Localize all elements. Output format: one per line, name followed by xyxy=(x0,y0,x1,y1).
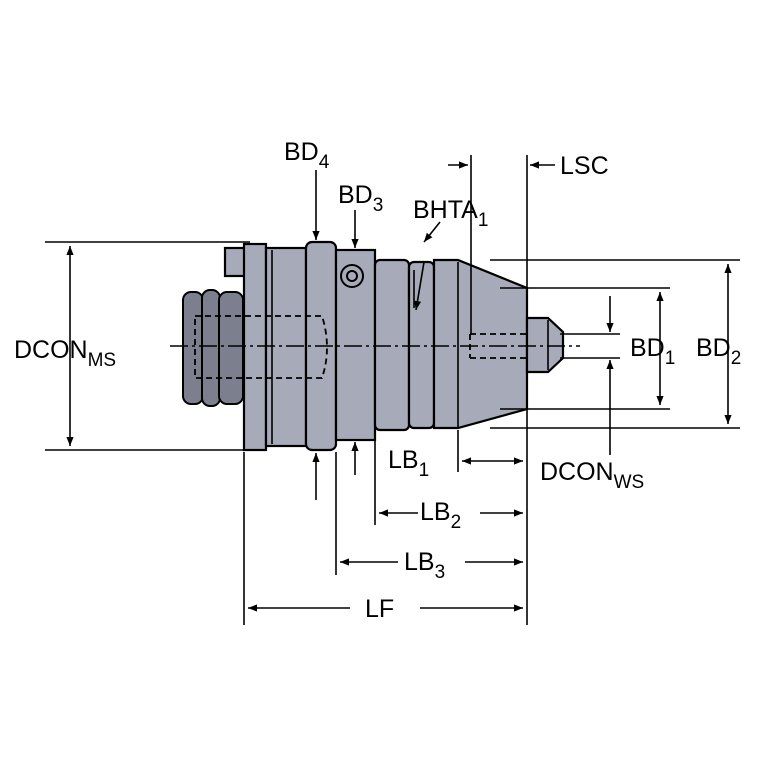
nose-tip xyxy=(525,316,565,374)
internal-bore-hidden xyxy=(194,315,328,379)
bhta1-leader xyxy=(423,221,441,243)
label-lb3: LB3 xyxy=(404,548,445,583)
labels: DCONMS BD4 BD3 BHTA1 LSC BD1 BD2 DCONWS … xyxy=(14,138,741,623)
label-bhta1: BHTA1 xyxy=(413,196,488,231)
label-bd3: BD3 xyxy=(338,181,383,216)
dimension-lines xyxy=(45,155,740,625)
label-bd1: BD1 xyxy=(630,334,675,369)
coupling-tab xyxy=(223,246,247,278)
label-lb2: LB2 xyxy=(420,498,461,533)
label-dcon-ws: DCONWS xyxy=(540,458,644,493)
screw-head xyxy=(340,264,364,288)
neck-cylinder xyxy=(373,258,411,432)
thread-segment-2 xyxy=(201,289,221,407)
label-lf: LF xyxy=(365,595,394,623)
thread-segment-3 xyxy=(218,291,244,405)
thread-segment-1 xyxy=(182,291,204,405)
label-bd2: BD2 xyxy=(696,334,741,369)
label-lsc: LSC xyxy=(560,152,609,180)
label-lb1: LB1 xyxy=(388,446,429,481)
label-dcon-ms: DCONMS xyxy=(14,336,116,371)
tool-body xyxy=(170,240,580,452)
collar-ring xyxy=(407,260,436,430)
flange xyxy=(242,242,268,452)
label-bd4: BD4 xyxy=(284,138,330,173)
taper-body xyxy=(432,258,529,430)
